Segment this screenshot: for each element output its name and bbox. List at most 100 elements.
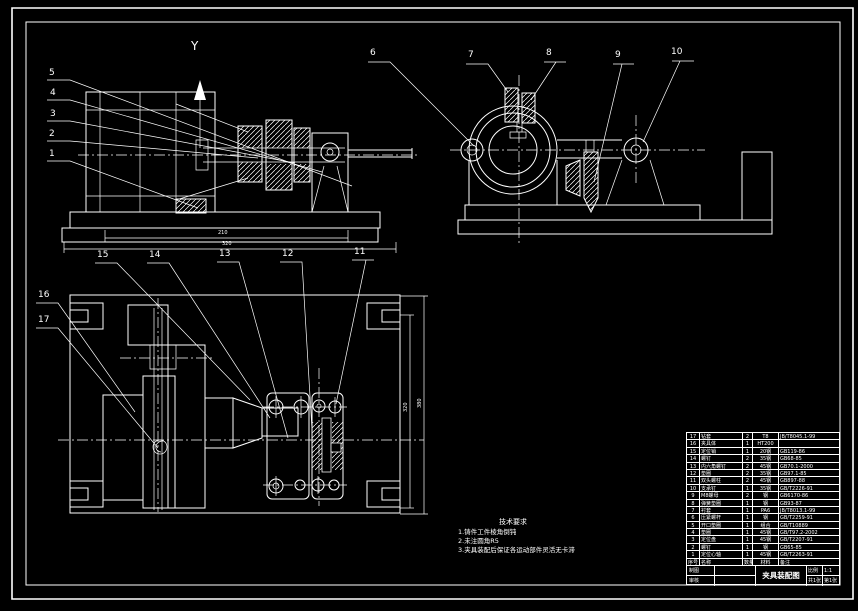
parts-cell: T8 [753, 433, 779, 440]
parts-cell: 45钢 [753, 477, 779, 484]
parts-cell: 12 [687, 469, 700, 477]
checker-value [715, 576, 756, 587]
parts-cell: 1 [743, 543, 753, 551]
parts-cell: 13 [687, 462, 700, 469]
parts-cell: 2 [743, 433, 753, 440]
parts-cell: 16 [687, 440, 700, 447]
parts-cell: 垫圈 [700, 469, 743, 477]
note-line: 3.夹具装配后保证各运动部件灵活无卡滞 [458, 546, 575, 554]
parts-header-cell: 序号 [688, 558, 700, 566]
parts-cell: GB65-85 [780, 544, 802, 551]
parts-cell: 45钢 [753, 529, 779, 536]
callout-2: 2 [49, 129, 55, 139]
parts-header-cell: 数量 [743, 558, 753, 566]
maker-value [715, 566, 756, 576]
parts-cell: HT200 [753, 440, 779, 447]
parts-cell: 钻套 [700, 433, 743, 440]
parts-cell: 45钢 [753, 536, 779, 543]
parts-cell: 组合 [753, 521, 779, 529]
page-number: 第1张 [824, 578, 838, 585]
parts-cell: 45钢 [753, 551, 779, 558]
parts-cell: 1 [743, 447, 753, 455]
callout-16: 16 [38, 290, 50, 300]
parts-cell [779, 440, 839, 446]
callout-9: 9 [615, 50, 621, 60]
notes-title: 技术要求 [499, 518, 527, 526]
parts-cell: 支承钉 [700, 484, 743, 492]
parts-cell: GB119-86 [780, 448, 806, 455]
scale-value: 1:1 [824, 568, 833, 575]
title-block-scale: 比例 1:1 共1张 第1张 [807, 566, 839, 587]
parts-cell: 1 [743, 521, 753, 529]
parts-cell: GB/T97.2-2002 [780, 530, 818, 536]
parts-cell: 1 [743, 499, 753, 506]
parts-cell: 螺钉 [700, 543, 743, 551]
parts-cell: 弹簧垫圈 [700, 499, 743, 506]
parts-cell: JB/T8013.1-99 [780, 507, 816, 514]
parts-cell: GB/T10889 [780, 522, 808, 529]
parts-header-cell: 材料 [753, 558, 779, 566]
scale-label: 比例 [807, 566, 823, 576]
end-view [368, 61, 772, 244]
plan-view [36, 260, 428, 514]
parts-cell: 6 [687, 514, 700, 521]
parts-cell: GB/T2226-91 [780, 485, 813, 492]
parts-cell: 1 [743, 506, 753, 514]
parts-cell: 压紧螺杆 [700, 514, 743, 521]
technical-notes: 技术要求 1.铸件工件棱角倒钝 2.未注圆角R5 3.夹具装配后保证各运动部件灵… [458, 518, 618, 555]
parts-cell: 2 [687, 543, 700, 551]
callout-13: 13 [219, 249, 231, 259]
parts-cell: 5 [687, 521, 700, 529]
parts-cell: 1 [687, 551, 700, 558]
parts-header-cell: 备注 [780, 559, 791, 566]
parts-cell: M8螺母 [700, 492, 743, 499]
drawing-title: 夹具装配图 [756, 566, 807, 587]
parts-cell: 开口垫圈 [700, 521, 743, 529]
callout-8: 8 [546, 48, 552, 58]
parts-cell: 14 [687, 455, 700, 462]
parts-cell: JB/T8045.1-99 [780, 434, 816, 440]
axis-label-y: Y [191, 39, 199, 53]
parts-cell: 20钢 [753, 447, 779, 455]
dimension-height-outer: 380 [417, 398, 423, 408]
parts-cell: 9 [687, 492, 700, 499]
parts-cell: GB897-88 [780, 478, 806, 484]
note-line: 2.未注圆角R5 [458, 537, 499, 545]
maker-label: 制图 [687, 566, 715, 576]
parts-cell: 定位心轴 [700, 551, 743, 558]
parts-cell: 1 [743, 484, 753, 492]
callout-14: 14 [149, 250, 161, 260]
parts-cell: 7 [687, 506, 700, 514]
parts-cell: 钢 [753, 514, 779, 521]
parts-cell: GB93-87 [780, 500, 802, 506]
parts-cell: 2 [743, 492, 753, 499]
checker-label: 审核 [687, 576, 715, 587]
parts-cell: 35钢 [753, 455, 779, 462]
callout-15: 15 [97, 250, 109, 260]
title-block: 制图 审核 夹具装配图 比例 1:1 共1张 第1张 [687, 566, 839, 587]
callout-7: 7 [468, 50, 474, 60]
parts-cell: 1 [743, 440, 753, 447]
parts-cell: 钢 [753, 492, 779, 499]
callout-6: 6 [370, 48, 376, 58]
parts-cell: 双头螺柱 [700, 477, 743, 484]
parts-cell: 10 [687, 484, 700, 492]
parts-cell: 8 [687, 499, 700, 506]
parts-cell: 2 [743, 462, 753, 469]
front-view [47, 80, 418, 253]
